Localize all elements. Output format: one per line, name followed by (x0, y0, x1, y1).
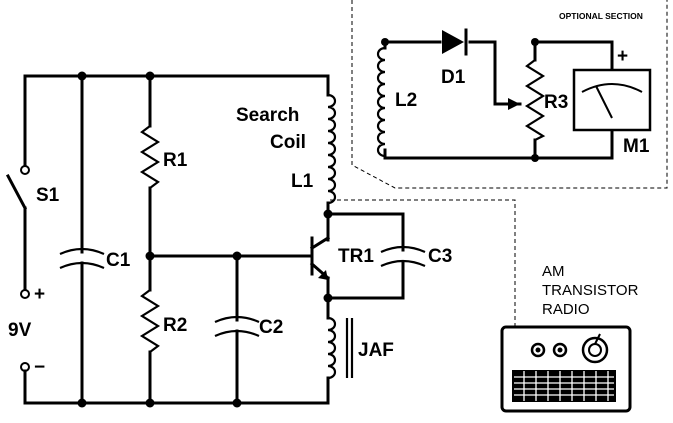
radio-boundary (330, 199, 516, 405)
optional-section-border (351, 0, 668, 189)
coil-label: Coil (270, 132, 306, 153)
s1-label: S1 (36, 185, 60, 206)
junction-dot (145, 71, 155, 81)
r2-label: R2 (163, 315, 187, 336)
battery-plus-label: + (34, 284, 45, 305)
tr1-label: TR1 (338, 246, 374, 267)
l2-label: L2 (395, 90, 417, 111)
radio-label-transistor: TRANSISTOR (542, 282, 639, 299)
meter-wires (533, 40, 614, 160)
tr1-emitter-arrow (318, 270, 328, 280)
m1-meter-scale (581, 83, 643, 93)
m1-meter-needle (595, 85, 613, 119)
optional-section-label: OPTIONAL SECTION (559, 11, 643, 21)
radio-label-radio: RADIO (542, 301, 590, 318)
junction-dot (232, 398, 242, 408)
l1-coil (327, 93, 337, 205)
c3-loop (326, 212, 405, 300)
junction-dot (145, 251, 155, 261)
r3-label: R3 (544, 92, 568, 113)
jaf-coil (327, 316, 337, 380)
c1-label: C1 (106, 250, 131, 271)
m1-meter-box (572, 68, 652, 132)
jaf-label: JAF (358, 340, 394, 361)
junction-dot (531, 154, 539, 162)
battery-minus-label: − (34, 357, 45, 378)
bottom-rail (23, 376, 330, 405)
l1-label: L1 (291, 171, 314, 192)
c2-label: C2 (259, 317, 283, 338)
c3-plate-top (380, 245, 426, 254)
junction-dot (531, 38, 539, 46)
m1-label: M1 (623, 136, 650, 157)
switch-lever (5, 173, 28, 211)
search-label: Search (236, 105, 299, 126)
junction-dot (232, 251, 242, 261)
l2-coil (376, 46, 386, 158)
r2-resistor (139, 289, 161, 353)
junction-dot (323, 209, 333, 219)
junction-dot (77, 398, 87, 408)
junction-dot (145, 398, 155, 408)
c3-label: C3 (428, 246, 452, 267)
junction-dot (323, 293, 333, 303)
junction-dot (381, 38, 389, 46)
d1-label: D1 (441, 67, 466, 88)
radio-label-am: AM (542, 263, 565, 280)
junction-dot (77, 71, 87, 81)
r3-wiper-arrow (508, 98, 520, 110)
r1-label: R1 (163, 150, 188, 171)
meter-plus-label: + (617, 46, 628, 67)
r3-resistor (524, 59, 546, 141)
c1-plate-top (59, 247, 105, 256)
r1-resistor (139, 125, 161, 189)
battery-plus-terminal (20, 289, 30, 299)
c3-plate-bottom (380, 259, 426, 268)
tr1-collector-leg (309, 235, 331, 251)
radio-icon (500, 325, 632, 413)
c2-plate-top (214, 315, 260, 324)
battery-voltage-label: 9V (8, 320, 32, 341)
d1-diode (442, 30, 464, 54)
switch-terminal-top (20, 165, 30, 175)
top-rail (23, 74, 330, 97)
opt-top-wire (383, 40, 522, 106)
